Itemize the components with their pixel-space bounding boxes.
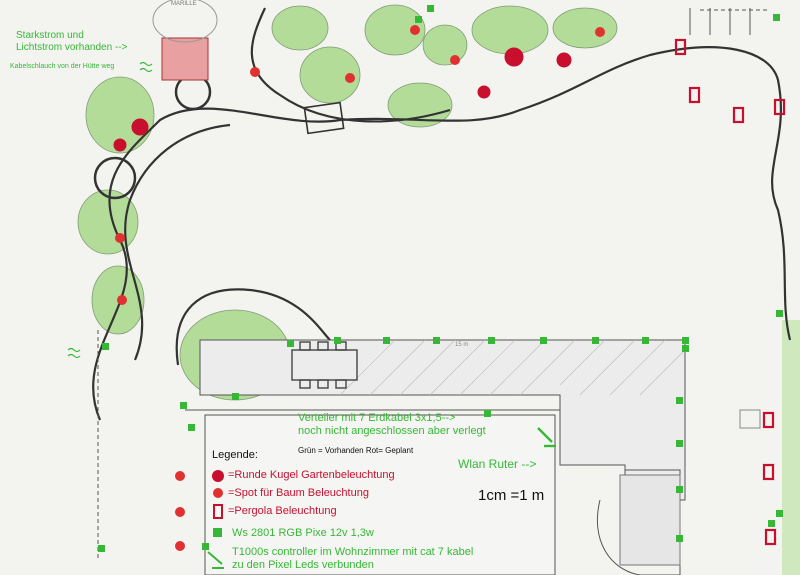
hose-marks (67, 61, 153, 359)
distributor-note-line2: noch nicht angeschlossen aber verlegt (298, 425, 486, 437)
legend-item-pergola: =Pergola Beleuchtung (228, 505, 337, 517)
pixel-led-markers (98, 5, 783, 552)
router-note: Wlan Ruter --> (458, 457, 537, 471)
hedge-right (782, 320, 800, 575)
bench (303, 101, 345, 135)
scale-note: 1cm =1 m (478, 487, 545, 504)
legend-title: Legende: (212, 449, 258, 461)
legend-item-tree-spot: =Spot für Baum Beleuchtung (228, 487, 369, 499)
tree-label: MARILLE (171, 1, 197, 7)
hose-note: Kabelschlauch von der Hütte weg (10, 63, 115, 70)
legend-controller-line1: T1000s controller im Wohnzimmer mit cat … (232, 546, 474, 558)
fence (97, 8, 770, 560)
legend-symbols (207, 470, 224, 569)
legend-item-ball-light: =Runde Kugel Gartenbeleuchtung (228, 469, 395, 481)
box-right (739, 409, 761, 429)
pergola-light-markers (674, 38, 786, 546)
ball-light-markers (113, 47, 572, 152)
power-note-line1: Starkstrom und (16, 30, 84, 41)
bed-outline (92, 7, 792, 421)
legend-subtitle: Grün = Vorhanden Rot= Geplant (298, 446, 414, 455)
router-arrow (537, 427, 556, 448)
shed (152, 0, 218, 81)
dimension-label: 15 m (455, 342, 469, 348)
distributor-note-line1: Verteiler mit 7 Erdkabel 3x1,5--> (298, 412, 456, 424)
tree-spot-markers (115, 25, 605, 551)
legend-controller-line2: zu den Pixel Leds verbunden (232, 559, 374, 571)
legend-item-pixel-led: Ws 2801 RGB Pixe 12v 1,3w (232, 527, 374, 539)
power-note-line2: Lichtstrom vorhanden --> (16, 42, 128, 53)
